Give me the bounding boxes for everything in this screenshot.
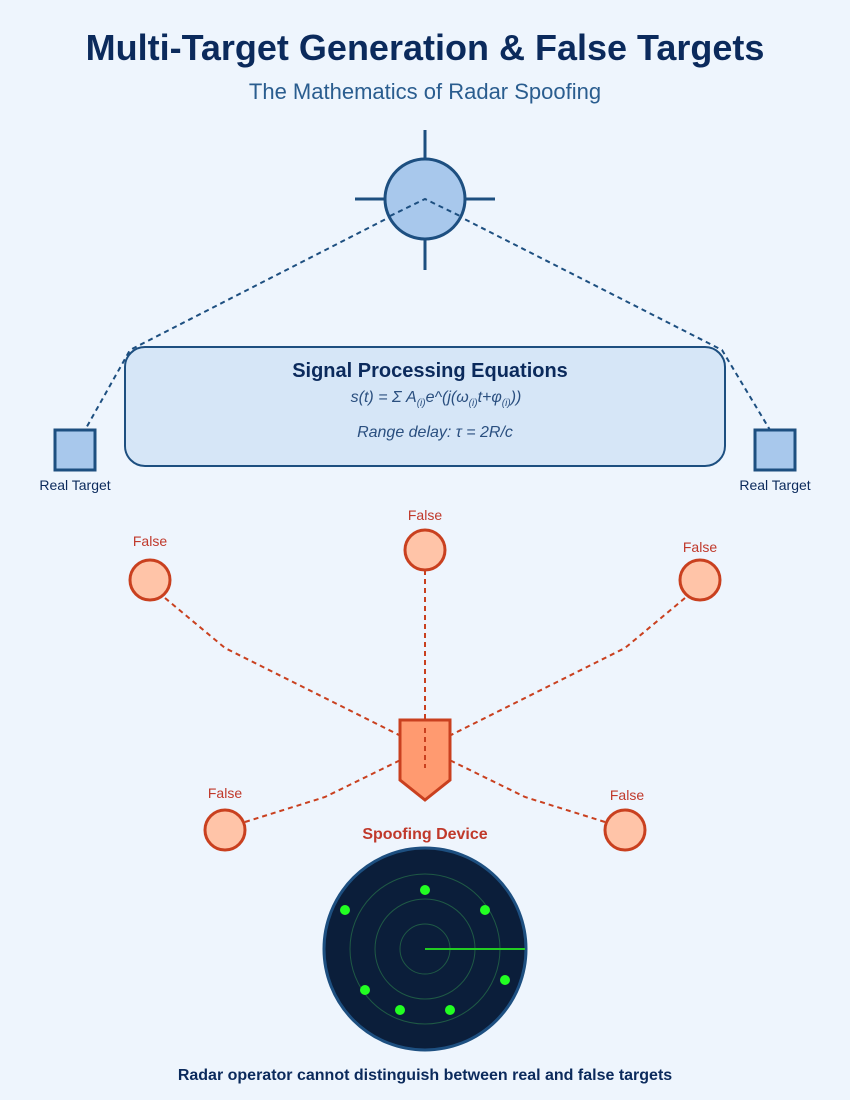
spoofing-device [398,718,452,802]
scope-blip [500,975,510,985]
false-targets: False False False False False [128,507,722,852]
spoof-path-upper-right [424,597,686,749]
false-target-label: False [408,507,442,523]
real-target-left [53,428,97,472]
spoof-path-upper-left [164,597,426,749]
false-target-lower-left [203,808,247,852]
range-delay-equation: Range delay: τ = 2R/c [357,424,513,441]
scope-blip [340,905,350,915]
spoofing-device-label: Spoofing Device [362,826,487,843]
scope-blip [480,905,490,915]
radar-scope [322,846,528,1052]
false-target-label: False [683,539,717,555]
scope-blip [445,1005,455,1015]
radar-to-right-target-path [424,198,771,431]
real-target-left-label: Real Target [39,477,110,493]
scope-blip [360,985,370,995]
equations-title: Signal Processing Equations [292,360,568,382]
spoof-paths [164,570,686,823]
radar-station [355,130,495,270]
equations-panel: Signal Processing Equations s(t) = Σ A(i… [124,346,726,467]
false-target-label: False [133,533,167,549]
false-target-label: False [208,785,242,801]
footer-caption: Radar operator cannot distinguish betwee… [178,1067,672,1084]
page-subtitle: The Mathematics of Radar Spoofing [249,79,601,104]
false-target-upper-right [678,558,722,602]
real-target-right-label: Real Target [739,477,810,493]
radar-to-left-target-path [84,198,426,431]
signal-equation: s(t) = Σ A(i)e^(j(ω(i)t+φ(i))) [351,389,522,409]
real-target-right [753,428,797,472]
scope-blip [395,1005,405,1015]
spoof-path-lower-left [244,747,426,823]
scope-blip [420,885,430,895]
false-target-upper-left [128,558,172,602]
page-title: Multi-Target Generation & False Targets [86,27,765,68]
false-target-top [403,528,447,572]
false-target-label: False [610,787,644,803]
spoof-path-lower-right [424,747,606,823]
false-target-lower-right [603,808,647,852]
